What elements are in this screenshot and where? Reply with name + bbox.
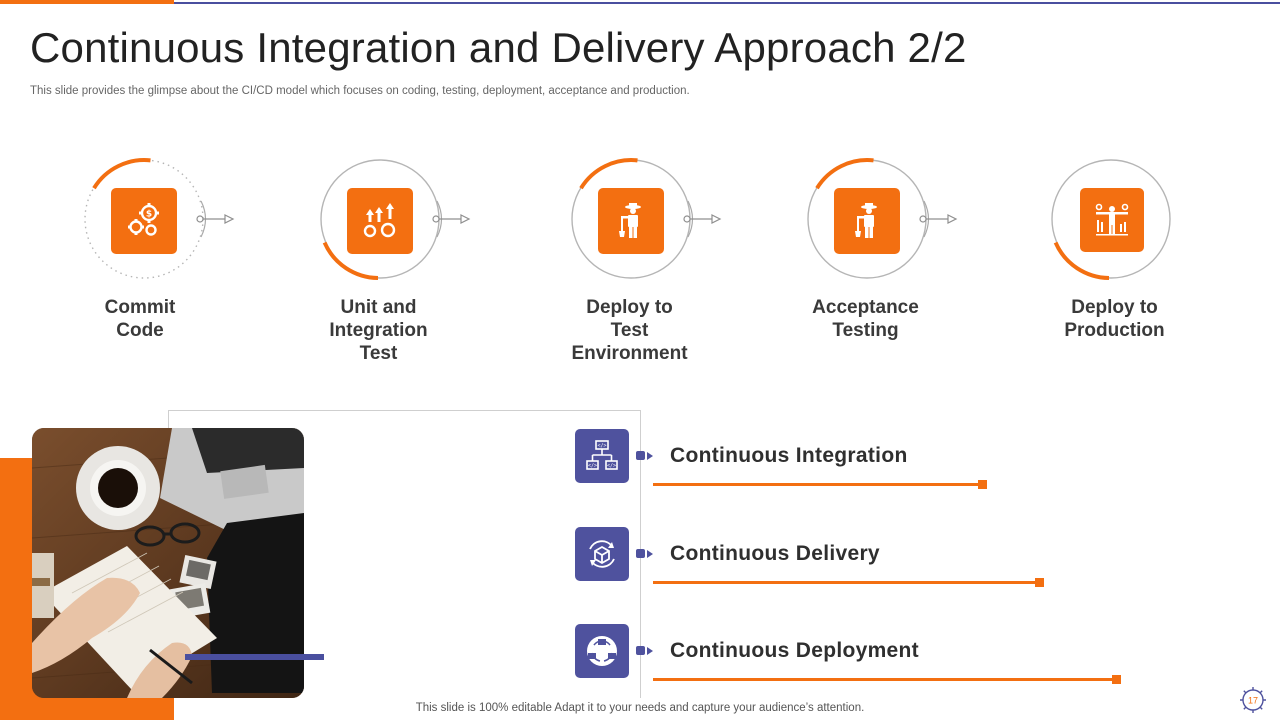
worker-shovel-icon [619, 203, 641, 238]
gear-icon: 17 [1240, 687, 1266, 713]
step-acceptance-testing: Acceptance Testing [803, 155, 1003, 355]
step-icon-box [598, 188, 664, 254]
page-number: 17 [1248, 696, 1258, 706]
step-ring [320, 159, 471, 280]
step-ring [571, 158, 722, 279]
frame-line [168, 410, 169, 428]
step-label: Commit Code [104, 297, 176, 341]
practice-label: Continuous Integration [670, 444, 908, 467]
practice-continuous-delivery: Continuous Delivery [575, 527, 1135, 587]
practice-bar [653, 581, 1041, 584]
practice-label: Continuous Delivery [670, 542, 880, 565]
svg-text:$: $ [146, 210, 152, 220]
step-unit-integration-test: Unit and Integration Test [316, 155, 516, 364]
bullet-arrow [647, 550, 653, 558]
gears-dollar-icon: $ [128, 203, 159, 236]
page-title: Continuous Integration and Delivery Appr… [30, 24, 967, 71]
page-subtitle: This slide provides the glimpse about th… [30, 85, 690, 97]
bullet-arrow [647, 647, 653, 655]
step-label: Unit and Integration Test [329, 297, 428, 364]
deployment-cycle-icon [587, 636, 617, 666]
step-deploy-test-environment: Deploy to Test Environment [567, 155, 767, 364]
practice-bar [653, 678, 1117, 681]
flowchart-code-icon: </> </> </> [586, 440, 618, 470]
practice-continuous-deployment: Continuous Deployment [575, 624, 1135, 684]
practice-bar-end [978, 480, 987, 489]
svg-text:</>: </> [597, 443, 606, 449]
svg-text:</>: </> [588, 463, 597, 469]
worker-shovel-icon [855, 203, 877, 238]
step-label: Deploy to Production [1064, 297, 1165, 341]
step-deploy-production: Deploy to Production [1047, 155, 1247, 355]
page-number-badge: 17 [1238, 685, 1268, 715]
cube-cycle-icon [589, 540, 615, 568]
practice-continuous-integration: </> </> </> Continuous Integration [575, 429, 1135, 489]
step-label: Deploy to Test Environment [571, 297, 688, 364]
top-accent-bar [0, 0, 174, 4]
practice-label: Continuous Deployment [670, 639, 919, 662]
step-icon-box [347, 188, 413, 254]
step-ring [1051, 159, 1171, 280]
step-label: Acceptance Testing [812, 297, 919, 341]
desk-workspace-image [32, 428, 304, 698]
practice-bar-end [1112, 675, 1121, 684]
practice-icon-box: </> </> </> [575, 429, 629, 483]
bullet-dot [636, 549, 645, 558]
step-ring [84, 158, 235, 279]
footer-note: This slide is 100% editable Adapt it to … [415, 702, 865, 714]
step-ring [807, 158, 958, 279]
step-commit-code: $ Commit Code [80, 155, 280, 355]
step-icon-box: $ [111, 188, 177, 254]
svg-text:</>: </> [607, 463, 616, 469]
step-icon-box [834, 188, 900, 254]
frame-line [168, 410, 640, 411]
practice-bar [653, 483, 983, 486]
top-divider-line [174, 2, 1280, 4]
gears-arrows-up-icon [363, 203, 396, 238]
bullet-dot [636, 451, 645, 460]
practice-icon-box [575, 624, 629, 678]
purple-accent-bar [185, 654, 324, 660]
practice-icon-box [575, 527, 629, 581]
bullet-arrow [647, 452, 653, 460]
person-production-icon [1095, 203, 1129, 236]
practice-bar-end [1035, 578, 1044, 587]
step-icon-box [1080, 188, 1144, 252]
bullet-dot [636, 646, 645, 655]
